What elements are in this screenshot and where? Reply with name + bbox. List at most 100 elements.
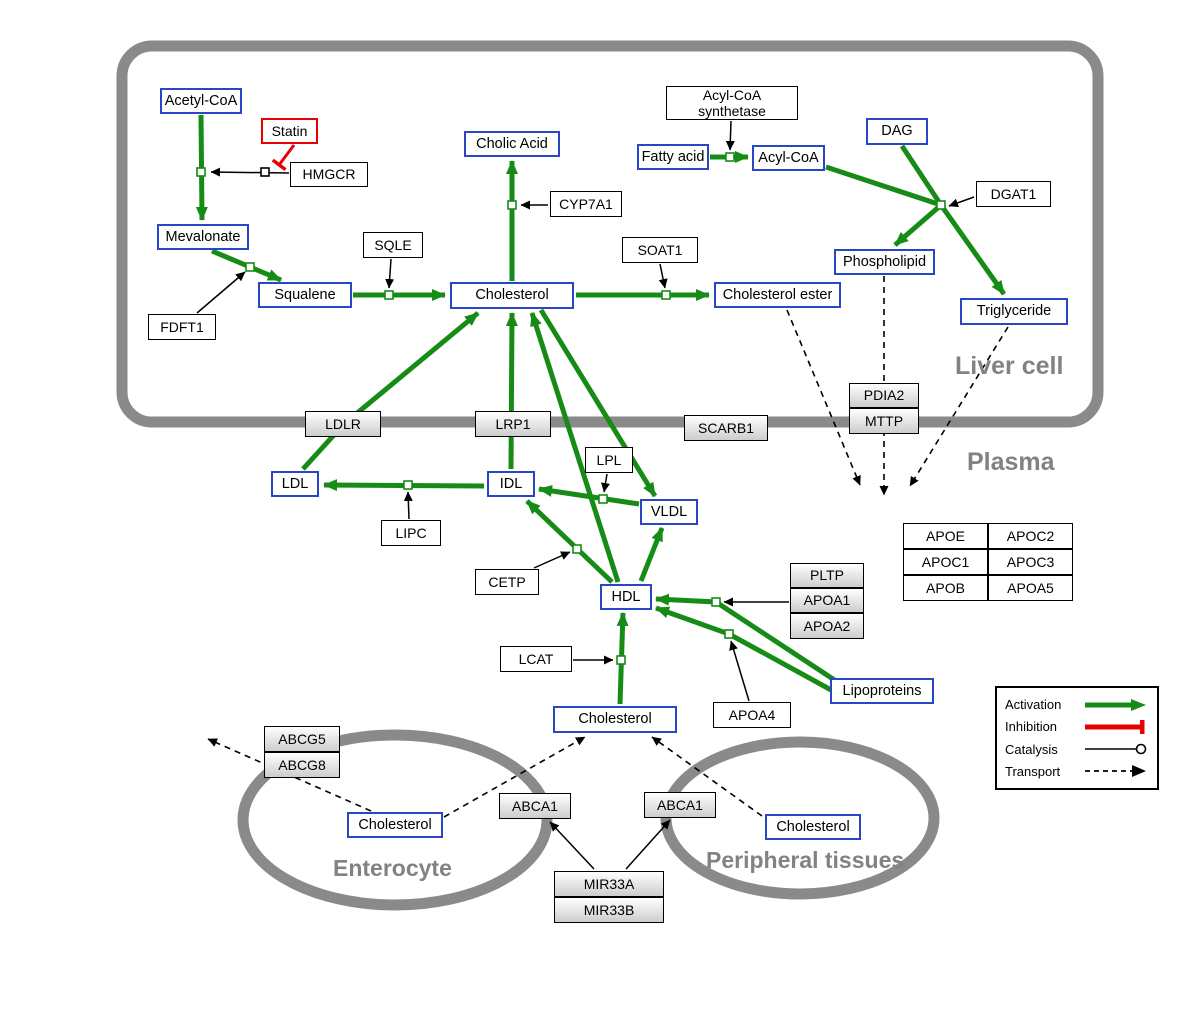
node-apoa1[interactable]: APOA1 xyxy=(790,588,864,613)
edge-ldl-to-cholesterol-via-ldlr xyxy=(301,311,480,471)
node-vldl[interactable]: VLDL xyxy=(640,499,698,525)
liver-cell-membrane xyxy=(116,40,1104,428)
node-squalene[interactable]: Squalene xyxy=(258,282,352,308)
node-mevalonate[interactable]: Mevalonate xyxy=(157,224,249,250)
legend-activation-label: Activation xyxy=(1005,697,1062,713)
node-abcg8[interactable]: ABCG8 xyxy=(264,752,340,778)
node-dag[interactable]: DAG xyxy=(866,118,928,145)
node-cholesterol-liver[interactable]: Cholesterol xyxy=(450,282,574,309)
edge-lpl-catalysis xyxy=(601,473,610,493)
edge-cholesterol-to-vldl xyxy=(538,308,658,498)
node-acetyl-coa[interactable]: Acetyl-CoA xyxy=(160,88,242,114)
reaction-junction xyxy=(598,494,608,504)
edge-idl-to-cholesterol-via-lrp1 xyxy=(505,312,518,470)
node-mir33b[interactable]: MIR33B xyxy=(554,897,664,923)
node-fatty-acid[interactable]: Fatty acid xyxy=(637,144,709,170)
node-triglyceride[interactable]: Triglyceride xyxy=(960,298,1068,325)
inhibition-tbar-icon xyxy=(1085,719,1145,734)
node-lrp1[interactable]: LRP1 xyxy=(475,411,551,437)
peripheral-tissues-membrane xyxy=(660,736,940,900)
node-ldl[interactable]: LDL xyxy=(271,471,319,497)
edge-hdl-to-vldl xyxy=(638,527,665,582)
node-cholesterol-plasma[interactable]: Cholesterol xyxy=(553,706,677,733)
reaction-junction xyxy=(724,629,734,639)
reaction-junction xyxy=(403,480,413,490)
edge-sqle-catalysis xyxy=(385,258,395,289)
reaction-junction xyxy=(384,290,394,300)
reaction-junction xyxy=(260,167,270,177)
node-mttp[interactable]: MTTP xyxy=(849,408,919,434)
node-dgat1[interactable]: DGAT1 xyxy=(976,181,1051,207)
reaction-junction xyxy=(572,544,582,554)
reaction-junction xyxy=(725,152,735,162)
reaction-junction xyxy=(661,290,671,300)
legend-row-activation: Activation xyxy=(1005,697,1149,712)
node-lipoproteins[interactable]: Lipoproteins xyxy=(830,678,934,704)
node-fdft1[interactable]: FDFT1 xyxy=(148,314,216,340)
node-apoa5[interactable]: APOA5 xyxy=(988,575,1073,601)
edge-mir33-to-abca1-peripheral xyxy=(625,819,671,870)
legend: Activation Inhibition Catalysis Transpor… xyxy=(995,686,1159,790)
node-apoa4[interactable]: APOA4 xyxy=(713,702,791,728)
edge-fdft1-catalysis xyxy=(196,271,246,314)
node-cetp[interactable]: CETP xyxy=(475,569,539,595)
catalysis-circle-icon xyxy=(1085,743,1147,755)
edge-dgat1-catalysis xyxy=(948,196,975,208)
node-hdl[interactable]: HDL xyxy=(600,584,652,610)
node-abcg5[interactable]: ABCG5 xyxy=(264,726,340,752)
edge-mir33-to-abca1-enterocyte xyxy=(549,821,595,870)
edge-cholesterol-ester-to-plasma xyxy=(786,309,861,486)
reaction-junction xyxy=(507,200,517,210)
node-mir33a[interactable]: MIR33A xyxy=(554,871,664,897)
node-idl[interactable]: IDL xyxy=(487,471,535,497)
edge-hmgcr-catalysis xyxy=(210,167,290,177)
node-cholesterol-ester[interactable]: Cholesterol ester xyxy=(714,282,841,308)
edge-lipc-catalysis xyxy=(403,491,413,520)
node-sqle[interactable]: SQLE xyxy=(363,232,423,258)
legend-inhibition-label: Inhibition xyxy=(1005,719,1058,735)
edge-statin-inhibits-hmgcr xyxy=(271,144,296,171)
legend-row-transport: Transport xyxy=(1005,764,1149,779)
node-apoc3[interactable]: APOC3 xyxy=(988,549,1073,575)
node-apoc1[interactable]: APOC1 xyxy=(903,549,988,575)
legend-row-catalysis: Catalysis xyxy=(1005,742,1149,757)
node-cholesterol-peripheral[interactable]: Cholesterol xyxy=(765,814,861,840)
node-abca1-peripheral[interactable]: ABCA1 xyxy=(644,792,716,818)
node-cholesterol-enterocyte[interactable]: Cholesterol xyxy=(347,812,443,838)
node-scarb1[interactable]: SCARB1 xyxy=(684,415,768,441)
edge-triglyceride-to-plasma xyxy=(909,326,1009,487)
enterocyte-membrane xyxy=(237,729,553,911)
reaction-junction xyxy=(616,655,626,665)
edge-apoa4-catalysis xyxy=(729,640,750,702)
node-acyl-coa-synthetase[interactable]: Acyl-CoA synthetase xyxy=(666,86,798,120)
node-ldlr[interactable]: LDLR xyxy=(305,411,381,437)
legend-transport-label: Transport xyxy=(1005,763,1061,779)
node-pltp[interactable]: PLTP xyxy=(790,563,864,588)
edge-hdl-to-cholesterol-liver xyxy=(529,312,621,583)
reaction-junction xyxy=(711,597,721,607)
transport-dashed-arrow-icon xyxy=(1085,765,1146,778)
node-lcat[interactable]: LCAT xyxy=(500,646,572,672)
legend-catalysis-label: Catalysis xyxy=(1005,741,1058,757)
node-cholic-acid[interactable]: Cholic Acid xyxy=(464,131,560,157)
node-soat1[interactable]: SOAT1 xyxy=(622,237,698,263)
node-phospholipid[interactable]: Phospholipid xyxy=(834,249,935,275)
edge-acyl-coa-synthetase-catalysis xyxy=(725,120,735,151)
edge-cholesterol-enterocyte-to-plasma xyxy=(443,736,586,818)
node-apoa2[interactable]: APOA2 xyxy=(790,613,864,639)
node-apoc2[interactable]: APOC2 xyxy=(988,523,1073,549)
edge-vldl-to-idl xyxy=(538,484,640,507)
node-cyp7a1[interactable]: CYP7A1 xyxy=(550,191,622,217)
node-abca1-enterocyte[interactable]: ABCA1 xyxy=(499,793,571,819)
node-apoe[interactable]: APOE xyxy=(903,523,988,549)
node-hmgcr[interactable]: HMGCR xyxy=(290,162,368,187)
node-lipc[interactable]: LIPC xyxy=(381,520,441,546)
node-pdia2[interactable]: PDIA2 xyxy=(849,383,919,408)
node-statin[interactable]: Statin xyxy=(261,118,318,144)
node-apob[interactable]: APOB xyxy=(903,575,988,601)
legend-row-inhibition: Inhibition xyxy=(1005,719,1149,734)
node-lpl[interactable]: LPL xyxy=(585,447,633,473)
node-acyl-coa[interactable]: Acyl-CoA xyxy=(752,145,825,171)
